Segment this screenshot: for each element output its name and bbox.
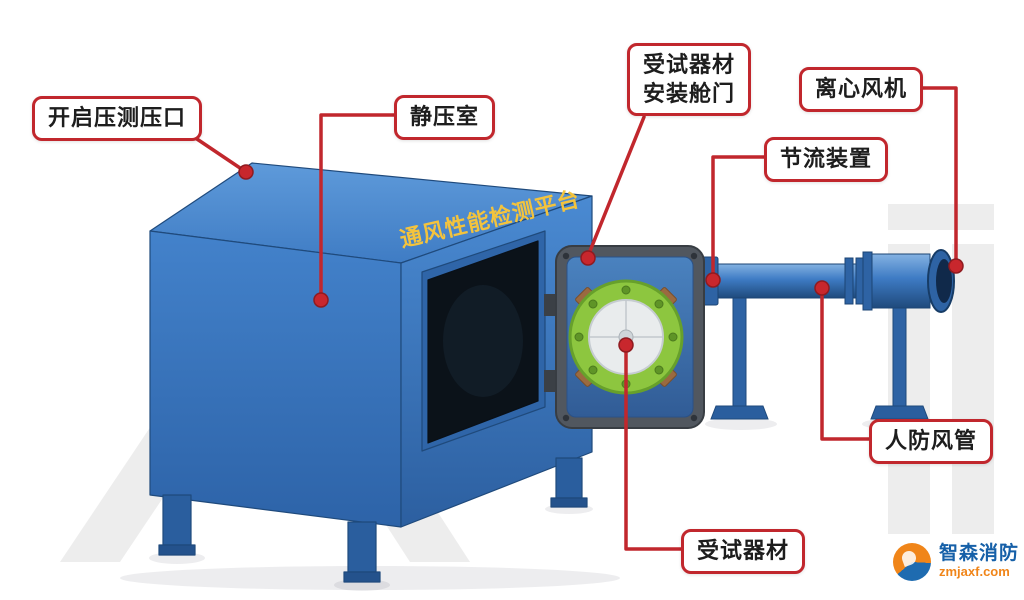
leader-static-chamber	[319, 113, 396, 299]
hatch-bolt	[690, 252, 698, 260]
dot-throttle	[705, 272, 721, 288]
leader-centrifugal-fan	[918, 86, 958, 264]
dot-open-pressure-port	[238, 164, 254, 180]
box-left-face	[149, 230, 402, 528]
pipe-support-base	[710, 405, 769, 420]
leader-open-pressure-port	[186, 131, 248, 174]
callout-specimen-hatch: 受试器材 安装舱门	[627, 43, 752, 117]
callout-throttle-device: 节流装置	[764, 137, 889, 182]
callout-test-specimen: 受试器材	[681, 529, 806, 574]
box-leg	[555, 457, 583, 499]
dot-duct	[814, 280, 830, 296]
pipe-flange	[844, 257, 854, 305]
dot-specimen	[618, 337, 634, 353]
leader-throttle	[711, 155, 766, 279]
specimen-flange	[568, 279, 684, 395]
hatch-bolt	[562, 414, 570, 422]
callout-open-pressure-port: 开启压测压口	[32, 96, 203, 141]
hatch-bolt	[562, 252, 570, 260]
box-foot	[550, 497, 588, 508]
box-foot	[158, 544, 196, 556]
callout-centrifugal-fan: 离心风机	[799, 67, 924, 112]
pipe-support-post	[732, 289, 747, 409]
drum-collar	[862, 251, 873, 311]
leader-specimen	[624, 345, 683, 551]
hatch-bolt	[690, 414, 698, 422]
dot-centrifugal-fan	[948, 258, 964, 274]
leader-duct	[820, 289, 871, 441]
brand-logo-block: 智森消防 zmjaxf.com	[893, 543, 1019, 581]
dot-static-chamber	[313, 292, 329, 308]
callout-specimen-hatch-line1: 受试器材	[643, 52, 736, 77]
callout-dots	[238, 164, 964, 353]
dot-specimen-hatch	[580, 250, 596, 266]
flange-bolts	[574, 285, 678, 389]
callout-leaders	[186, 86, 958, 551]
box-leg	[347, 521, 377, 573]
pipe-support-post	[892, 299, 907, 409]
brand-text: 智森消防 zmjaxf.com	[939, 543, 1020, 580]
pipe-support-base	[870, 405, 929, 420]
callout-static-pressure-chamber: 静压室	[394, 95, 496, 140]
box-leg	[162, 494, 192, 546]
leader-specimen-hatch	[586, 115, 646, 258]
fan-drum	[867, 253, 931, 309]
brand-name: 智森消防	[939, 543, 1020, 565]
brand-site: zmjaxf.com	[939, 564, 1010, 580]
flange-clamps	[575, 287, 677, 387]
plenum-box: 通风性能检测平台	[149, 162, 593, 583]
fan-inlet-opening	[936, 259, 952, 303]
callout-specimen-hatch-line2: 安装舱门	[643, 80, 736, 106]
callout-civil-defense-duct: 人防风管	[869, 419, 994, 464]
brand-logo-icon	[893, 543, 931, 581]
box-foot	[343, 571, 381, 583]
window-inner-circle	[443, 285, 523, 397]
